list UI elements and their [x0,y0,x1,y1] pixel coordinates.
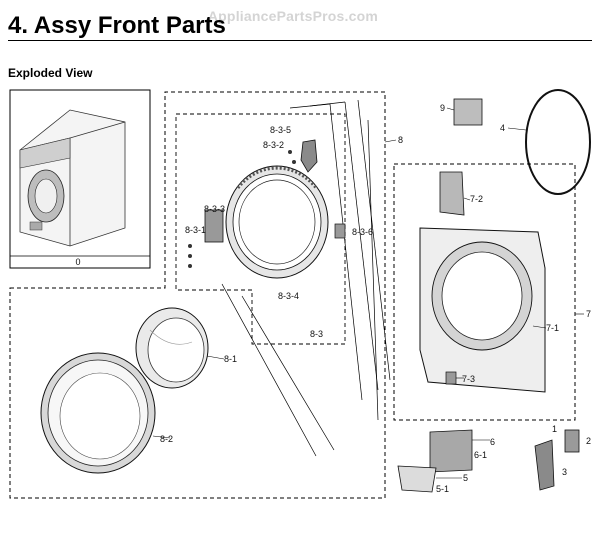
label-8-1: 8-1 [224,354,237,364]
label-8-3-1: 8-3-1 [185,225,206,235]
door-assembly-boundary [9,91,386,499]
latch-part [300,139,318,173]
label-7: 7 [586,309,591,319]
label-8-3-4: 8-3-4 [278,291,299,301]
label-6: 6 [490,437,495,447]
label-1: 1 [552,424,557,434]
label-8-3-5: 8-3-5 [270,125,291,135]
label-2: 2 [586,436,591,446]
washer-thumbnail [9,89,151,269]
label-5: 5 [463,473,468,483]
panel-9 [453,98,483,126]
label-8-3-2: 8-3-2 [263,140,284,150]
hinge-part [204,209,224,243]
label-8-3-6: 8-3-6 [352,227,373,237]
door-frame-subassembly-boundary [175,113,346,345]
label-4: 4 [500,123,505,133]
plate-5 [397,465,437,493]
hook-parts [534,429,580,491]
label-8-2: 8-2 [160,434,173,444]
label-9: 9 [440,103,445,113]
door-frame [225,165,329,279]
label-thumb: 0 [75,257,80,267]
front-panel [419,227,546,393]
label-7-1: 7-1 [546,323,559,333]
front-panel-boundary [393,163,576,421]
watermark: AppliancePartsPros.com [207,8,378,24]
label-7-3: 7-3 [462,374,475,384]
dispenser-housing [429,429,473,473]
label-8-3-3: 8-3-3 [204,204,225,214]
gasket-ring [525,89,591,195]
page-title: 4. Assy Front Parts [8,12,226,39]
section-subtitle: Exploded View [8,66,93,80]
label-5-1: 5-1 [436,484,449,494]
title-divider [8,40,592,41]
label-3: 3 [562,467,567,477]
label-7-2: 7-2 [470,194,483,204]
label-8-3: 8-3 [310,329,323,339]
label-8: 8 [398,135,403,145]
door-outer-ring [40,352,156,474]
label-6-1: 6-1 [474,450,487,460]
bracket-7-2 [439,171,465,216]
door-glass [135,307,209,389]
